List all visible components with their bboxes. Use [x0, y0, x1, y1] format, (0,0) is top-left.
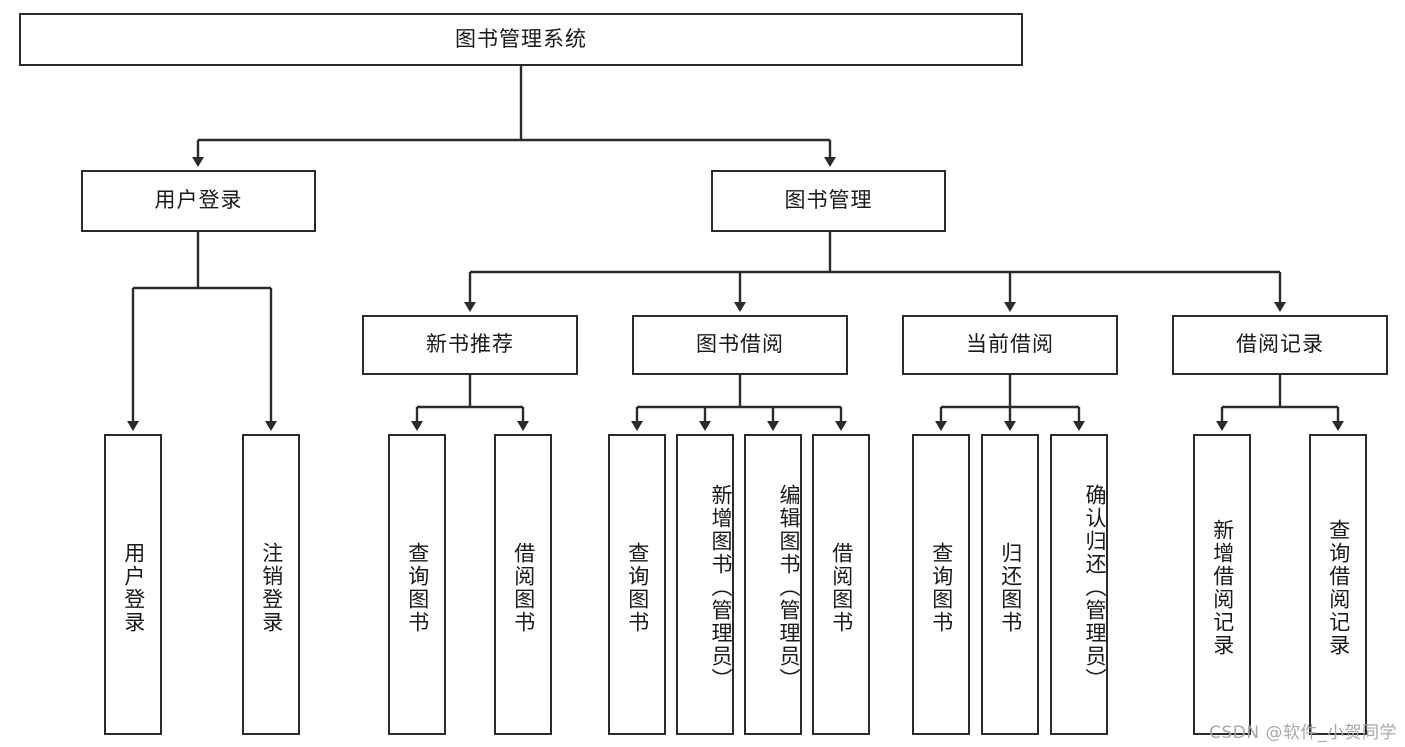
node-label: 图书管理系统 — [455, 26, 587, 51]
node-book-management[interactable]: 图书管理 — [711, 170, 946, 232]
node-label: 新增图书（管理员） — [709, 484, 733, 691]
node-label: 查询图书 — [625, 541, 650, 634]
node-leaf-logout-login[interactable]: 注销登录 — [242, 434, 300, 735]
node-label: 图书借阅 — [696, 332, 784, 357]
node-label: 查询借阅记录 — [1326, 518, 1351, 657]
node-current-borrow[interactable]: 当前借阅 — [902, 315, 1118, 375]
node-leaf-borrow-book-2[interactable]: 借阅图书 — [812, 434, 870, 735]
node-leaf-query-book-2[interactable]: 查询图书 — [608, 434, 666, 735]
node-new-book-recommend[interactable]: 新书推荐 — [362, 315, 578, 375]
node-label: 新书推荐 — [426, 332, 514, 357]
node-leaf-query-book-1[interactable]: 查询图书 — [388, 434, 446, 735]
node-leaf-edit-book[interactable]: 编辑图书（管理员） — [744, 434, 802, 735]
node-leaf-confirm-return[interactable]: 确认归还（管理员） — [1050, 434, 1108, 735]
node-user-login[interactable]: 用户登录 — [81, 170, 316, 232]
node-label: 当前借阅 — [966, 332, 1054, 357]
node-leaf-add-book[interactable]: 新增图书（管理员） — [676, 434, 734, 735]
node-label: 查询图书 — [929, 541, 954, 634]
node-label: 新增借阅记录 — [1210, 518, 1235, 657]
node-label: 注销登录 — [259, 541, 284, 634]
node-label: 确认归还（管理员） — [1083, 484, 1107, 691]
node-label: 借阅记录 — [1236, 332, 1324, 357]
node-label: 用户登录 — [154, 188, 243, 213]
node-label: 图书管理 — [784, 188, 873, 213]
node-label: 归还图书 — [998, 541, 1023, 634]
node-label: 编辑图书（管理员） — [777, 484, 801, 691]
node-leaf-query-book-3[interactable]: 查询图书 — [912, 434, 970, 735]
node-label: 借阅图书 — [829, 541, 854, 634]
node-book-borrow[interactable]: 图书借阅 — [632, 315, 848, 375]
node-root-book-management-system[interactable]: 图书管理系统 — [19, 13, 1023, 66]
node-label: 用户登录 — [121, 541, 146, 634]
node-leaf-user-login[interactable]: 用户登录 — [104, 434, 162, 735]
node-label: 查询图书 — [405, 541, 430, 634]
node-borrow-record[interactable]: 借阅记录 — [1172, 315, 1388, 375]
node-leaf-query-record[interactable]: 查询借阅记录 — [1309, 434, 1367, 735]
node-leaf-borrow-book-1[interactable]: 借阅图书 — [494, 434, 552, 735]
node-leaf-add-record[interactable]: 新增借阅记录 — [1193, 434, 1251, 735]
node-leaf-return-book[interactable]: 归还图书 — [981, 434, 1039, 735]
csdn-watermark: CSDN @软件_小贺同学 — [1209, 723, 1397, 743]
node-label: 借阅图书 — [511, 541, 536, 634]
